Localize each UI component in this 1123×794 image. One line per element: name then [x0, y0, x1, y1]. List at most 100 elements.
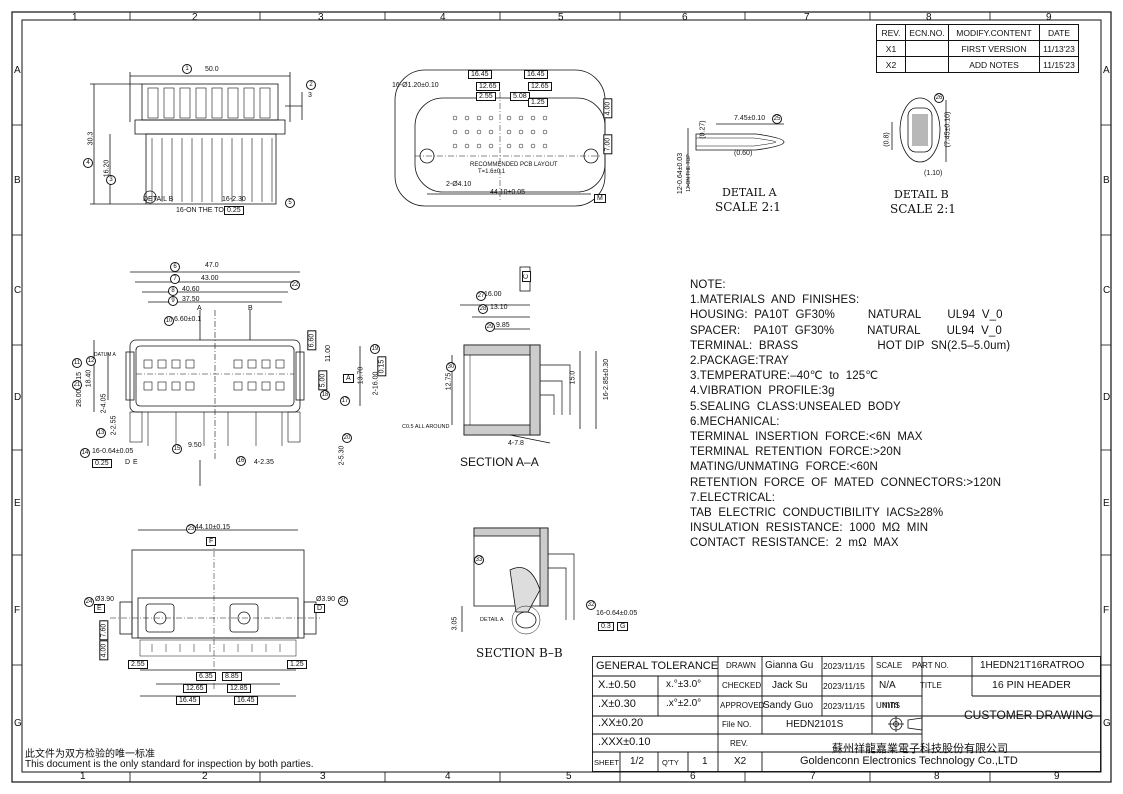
front-dim-2-5-30: 2-5.30 — [338, 445, 346, 466]
note-line: INSULATION RESISTANCE: 1000 MΩ MIN — [690, 522, 929, 535]
note-line: HOUSING: PA10T GF30% NATURAL UL94 V_0 — [690, 309, 1003, 322]
callout-7: 7 — [170, 274, 180, 284]
col-label-5: 5 — [558, 12, 564, 23]
pcb-thickness-note: T=1.6±0.1 — [478, 169, 506, 175]
bottom-dim-7-60: 7.60 — [99, 620, 109, 641]
front-section-b-top: B — [248, 305, 253, 312]
callout-24: 24 — [84, 597, 94, 607]
top-view-on-top-note: 16-ON THE TOP — [176, 207, 229, 214]
detail-a-on-top-note: 12-ON THE TOP — [685, 154, 692, 192]
top-view-dim-3: 3 — [308, 92, 312, 99]
bottom-dim-44-10: 44.10±0.15 — [195, 524, 230, 531]
revision-rev: X2 — [876, 56, 906, 73]
tolerance-x1: .X±0.30 — [598, 698, 636, 710]
qty-label: Q'TY — [662, 758, 679, 767]
callout-30: 30 — [446, 362, 456, 372]
front-dim-6-60-box: 6.60 — [307, 330, 317, 351]
callout-31: 31 — [338, 596, 348, 606]
approved-date: 2023/11/15 — [823, 701, 865, 711]
row-label-c-right: C — [1103, 285, 1111, 296]
callout-8: 8 — [168, 286, 178, 296]
revision-ecn — [905, 56, 949, 73]
tolerance-x2: .XX±0.20 — [598, 717, 644, 729]
title-block-grid — [592, 656, 1101, 772]
tolerance-x3: .XXX±0.10 — [598, 736, 651, 748]
callout-18: 18 — [320, 390, 330, 400]
section-aa-dim-9-85: 9.85 — [496, 322, 510, 329]
detail-a-drawing — [687, 123, 785, 188]
bottom-dim-12-65: 12.65 — [183, 684, 207, 693]
note-line: TERMINAL: BRASS HOT DIP SN(2.5–5.0um) — [690, 339, 1011, 352]
bottom-dim-2-55: 2.55 — [128, 660, 148, 669]
section-aa-dim-13-10: 13.10 — [490, 304, 508, 311]
row-label-f-right: F — [1103, 605, 1110, 616]
note-line: 5.SEALING CLASS:UNSEALED BODY — [690, 400, 901, 413]
units-label: UNITS — [876, 701, 900, 710]
note-line: MATING/UNMATING FORCE:<60N — [690, 461, 878, 474]
callout-32: 32 — [586, 600, 596, 610]
row-label-a: A — [14, 65, 21, 76]
detail-b-drawing — [891, 97, 947, 163]
callout-10: 10 — [164, 316, 174, 326]
col-label-9: 9 — [1046, 12, 1052, 23]
rev-label: REV. — [730, 739, 748, 748]
bottom-dim-16-45-right: 16.45 — [234, 696, 258, 705]
revision-header-rev: REV. — [876, 24, 906, 41]
revision-row: X2 ADD NOTES 11/15'23 — [876, 56, 1079, 73]
col-label-9-bottom: 9 — [1054, 771, 1060, 782]
detail-b-dim-height: (7.45±0.10) — [944, 111, 952, 148]
front-tolerance-0-15: 0.15 — [377, 356, 387, 377]
front-dim-11-00: 11.00 — [325, 345, 332, 362]
front-view-drawing — [93, 271, 361, 486]
callout-26: 26 — [934, 93, 944, 103]
front-dim-5-00: 5.00 — [318, 370, 328, 391]
bottom-dim-6-35: 6.35 — [196, 672, 216, 681]
revision-ecn — [905, 40, 949, 57]
approved-label: APPROVED — [720, 701, 765, 710]
note-line: 1.MATERIALS AND FINISHES: — [690, 294, 860, 307]
pcb-dim-16-45-right: 16.45 — [524, 70, 548, 79]
row-label-e-right: E — [1103, 498, 1110, 509]
callout-17: 17 — [340, 396, 350, 406]
section-aa-dim-15-0: 15.0 — [569, 370, 577, 385]
top-view-drawing — [90, 72, 303, 205]
revision-rev: X1 — [876, 40, 906, 57]
callout-16: 16 — [236, 456, 246, 466]
col-label-3: 3 — [318, 12, 324, 23]
revision-header-date: DATE — [1039, 24, 1079, 41]
bottom-dim-12-85: 12.85 — [227, 684, 251, 693]
front-dim-13-70: 13.70 — [357, 366, 365, 385]
callout-4: 4 — [83, 158, 93, 168]
top-view-tolerance-frame: 0.25 — [224, 206, 244, 215]
front-dim-43: 43.00 — [201, 275, 219, 282]
front-dim-47: 47.0 — [205, 262, 219, 269]
pcb-dim-hole-dia: 16-Ø1.20±0.10 — [392, 82, 439, 89]
callout-14: 14 — [80, 448, 90, 458]
note-line: 4.VIBRATION PROFILE:3g — [690, 385, 835, 398]
note-line: 7.ELECTRICAL: — [690, 491, 776, 504]
callout-27: 27 — [476, 291, 486, 301]
row-label-g: G — [14, 718, 22, 729]
bottom-view-drawing — [103, 529, 320, 697]
tolerance-x: X.±0.50 — [598, 679, 636, 691]
section-aa-dim-terminal-length: 16-2.85±0.30 — [603, 358, 611, 401]
revision-content: FIRST VERSION — [948, 40, 1040, 57]
company-name-en: Goldenconn Electronics Technology Co.,LT… — [800, 755, 1018, 767]
front-dim-9-50: 9.50 — [188, 442, 202, 449]
pcb-dim-2-55: 2.55 — [476, 92, 496, 101]
section-aa-title: SECTION A–A — [460, 455, 539, 469]
note-line: RETENTION FORCE OF MATED CONNECTORS:>120… — [690, 476, 1002, 489]
col-label-1: 1 — [72, 12, 78, 23]
pcb-recommended-label: RECOMMENDED PCB LAYOUT — [470, 162, 558, 168]
callout-2: 2 — [306, 80, 316, 90]
callout-12: 12 — [86, 356, 96, 366]
detail-a-dim-length: 7.45±0.10 — [734, 115, 766, 122]
revision-header-content: MODIFY.CONTENT — [948, 24, 1040, 41]
detail-b-dim-0-8: (0.8) — [883, 132, 891, 147]
section-bb-drawing — [461, 527, 575, 635]
front-datum-d: D — [125, 459, 131, 466]
scale-value: N/A — [879, 680, 896, 691]
bottom-datum-e: E — [94, 604, 105, 613]
col-label-5-bottom: 5 — [566, 771, 572, 782]
callout-23: 23 — [186, 524, 196, 534]
